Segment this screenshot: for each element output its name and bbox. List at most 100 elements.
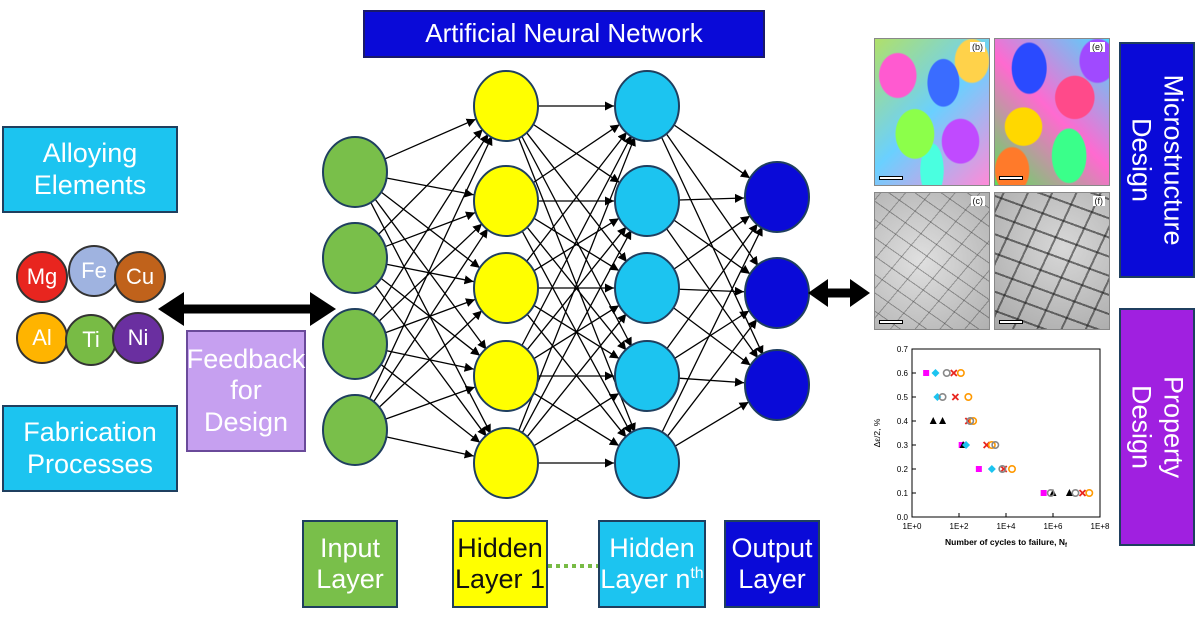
data-point-5-1 <box>938 392 947 401</box>
element-ti: Ti <box>65 314 117 366</box>
micrograph-e: (e) <box>994 38 1110 186</box>
microstructure-line-2: Design <box>1126 117 1156 203</box>
output-line-2: Layer <box>738 564 806 594</box>
neuron-input-1 <box>322 222 388 294</box>
element-cu-symbol: Cu <box>125 264 155 289</box>
neuron-hiddenN-0 <box>614 70 680 142</box>
connection-hiddenN-4-output-2 <box>674 401 750 448</box>
neuron-hiddenN-3 <box>614 340 680 412</box>
x-tick-label-3: 1E+6 <box>1044 522 1063 531</box>
data-point-4-5 <box>1085 489 1094 498</box>
scale-bar-c <box>879 320 903 324</box>
property-design-box: Property Design <box>1119 308 1195 546</box>
hidden1-line-2: Layer 1 <box>454 564 546 594</box>
x-tick-label-4: 1E+8 <box>1091 522 1110 531</box>
double-arrow-right <box>808 279 870 307</box>
data-point-4-3 <box>987 441 996 450</box>
connection-hiddenN-0-output-2 <box>659 134 764 356</box>
element-ni: Ni <box>112 312 164 364</box>
connection-input-3-hidden1-1 <box>372 228 489 404</box>
data-point-5-3 <box>991 441 1000 450</box>
output-line-1: Output <box>731 532 813 563</box>
connection-hiddenN-4-output-0 <box>660 226 764 435</box>
data-point-5-5 <box>1046 489 1055 498</box>
panel-label-c: (c) <box>970 196 985 206</box>
neuron-hidden1-3 <box>473 340 539 412</box>
connection-hiddenN-3-output-1 <box>673 310 750 360</box>
connection-input-3-hidden1-2 <box>377 310 483 409</box>
neuron-hiddenN-2 <box>614 252 680 324</box>
element-fe-symbol: Fe <box>81 258 107 283</box>
microstructure-line-1: Microstructure <box>1158 74 1189 246</box>
element-ni-symbol: Ni <box>127 325 149 350</box>
neuron-input-0 <box>322 136 388 208</box>
data-point-5-4 <box>998 465 1007 474</box>
input-layer-label: Input Layer <box>302 520 398 608</box>
y-tick-label-1: 0.1 <box>897 489 909 498</box>
connection-hiddenN-2-output-1 <box>678 286 745 296</box>
neuron-hidden1-1 <box>473 165 539 237</box>
x-tick-label-0: 1E+0 <box>903 522 922 531</box>
connection-hidden1-4-hiddenN-1 <box>520 229 632 436</box>
hiddenN-line-2-text: Layer n <box>600 564 691 594</box>
data-point-3-1 <box>951 393 959 401</box>
connection-hidden1-2-hiddenN-1 <box>532 217 620 272</box>
connection-lines <box>367 101 764 468</box>
connection-hiddenN-2-output-2 <box>672 306 751 366</box>
connection-input-0-hidden1-1 <box>386 177 474 198</box>
connection-input-3-hidden1-4 <box>386 436 474 459</box>
data-point-0-2 <box>975 466 982 472</box>
connection-hidden1-3-hiddenN-0 <box>520 134 633 348</box>
microstructure-design-text: Microstructure Design <box>1125 74 1190 245</box>
scale-bar-f <box>999 320 1023 324</box>
connection-hiddenN-1-output-2 <box>664 226 759 359</box>
hiddenN-line-1: Hidden <box>609 532 695 563</box>
data-point-4-0 <box>956 368 965 377</box>
data-point-3-5 <box>1078 489 1087 497</box>
x-tick-label-1: 1E+2 <box>950 522 969 531</box>
neuron-input-3 <box>322 394 388 466</box>
alloying-line-2: Elements <box>33 169 147 200</box>
panel-label-f: (f) <box>1092 196 1105 206</box>
input-line-1: Input <box>319 532 381 563</box>
y-tick-label-0: 0.0 <box>897 513 909 522</box>
neuron-hidden1-4 <box>473 427 539 499</box>
connection-hiddenN-0-output-0 <box>672 123 751 179</box>
connection-hiddenN-1-output-0 <box>678 193 745 203</box>
data-point-5-2 <box>966 417 975 426</box>
neuron-output-0 <box>744 161 810 233</box>
connection-hiddenN-4-output-1 <box>665 318 758 438</box>
neuron-hiddenN-4 <box>614 427 680 499</box>
feedback-line-1: Feedback <box>186 344 306 375</box>
element-ti-symbol: Ti <box>82 327 100 352</box>
network-title: Artificial Neural Network <box>363 10 765 58</box>
connection-input-1-hidden1-0 <box>377 128 484 236</box>
connection-input-3-hidden1-0 <box>367 135 493 402</box>
data-point-3-0 <box>950 369 958 377</box>
data-point-4-4 <box>1007 465 1016 474</box>
y-tick-label-2: 0.2 <box>897 465 909 474</box>
scale-bar-b <box>879 176 903 180</box>
connection-hidden1-2-hiddenN-0 <box>525 131 628 264</box>
connection-input-0-hidden1-0 <box>384 118 477 160</box>
y-axis-label: Δε/2, % <box>872 418 882 447</box>
hidden-layer-1-label: Hidden Layer 1 <box>452 520 548 608</box>
y-tick-label-3: 0.3 <box>897 441 909 450</box>
connection-hidden1-4-hiddenN-3 <box>532 392 620 447</box>
scale-bar-e <box>999 176 1023 180</box>
input-line-2: Layer <box>316 564 384 594</box>
data-point-4-1 <box>964 392 973 401</box>
y-tick-label-6: 0.6 <box>897 369 909 378</box>
panel-label-e: (e) <box>1090 42 1105 52</box>
neuron-nodes <box>322 70 810 499</box>
element-mg-symbol: Mg <box>26 264 58 289</box>
hiddenN-sup: th <box>690 565 704 582</box>
data-point-0-3 <box>1040 490 1047 496</box>
alloying-line-1: Alloying <box>42 138 138 169</box>
data-point-1-3 <box>1049 489 1057 496</box>
data-point-2-1 <box>933 393 942 401</box>
fabrication-line-1: Fabrication <box>23 417 157 448</box>
data-point-2-2 <box>962 441 971 449</box>
